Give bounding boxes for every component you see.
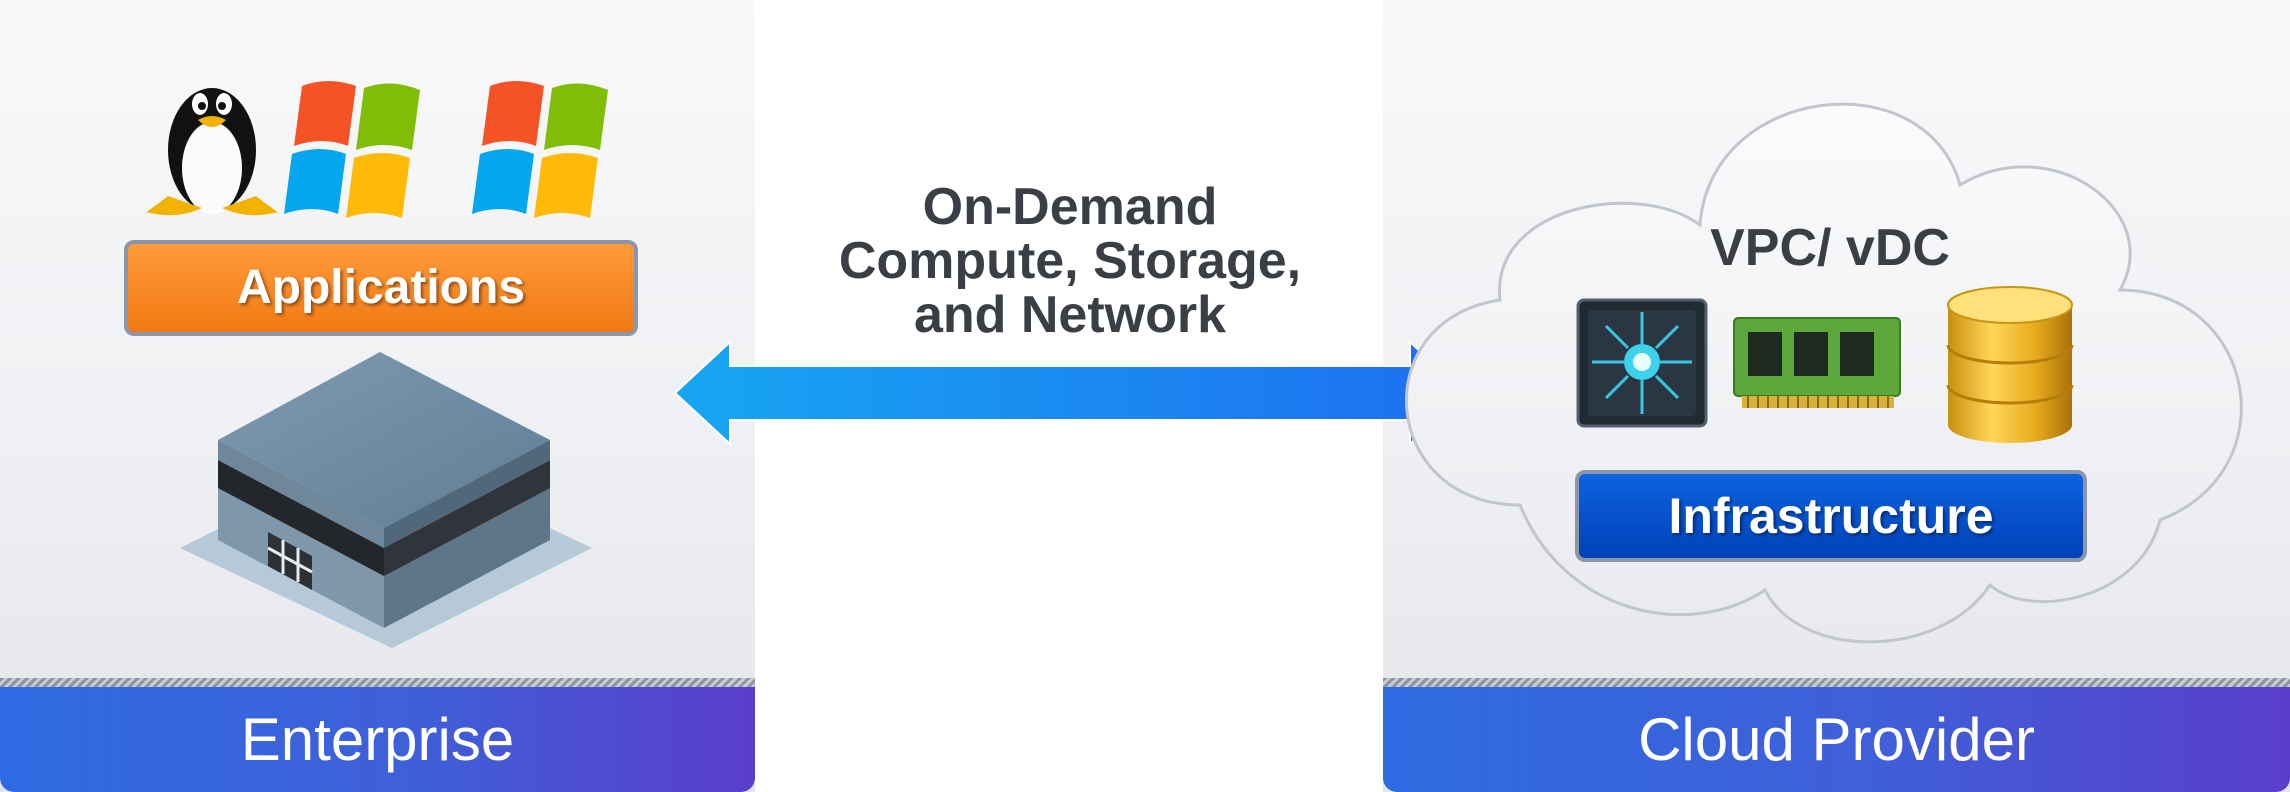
database-icon (1946, 286, 2074, 443)
windows-logo-icon (472, 81, 608, 218)
cloud-provider-footer: Cloud Provider (1383, 687, 2290, 792)
bidirectional-arrow (673, 339, 1467, 447)
memory-module-icon (1733, 317, 1901, 408)
cloud-title: VPC/ vDC (1710, 219, 1950, 277)
connection-caption-line: Compute, Storage, (838, 232, 1302, 290)
linux-tux-icon (146, 88, 278, 216)
connection-caption-line: On-Demand (922, 178, 1218, 236)
cpu-chip-icon (1576, 298, 1708, 428)
enterprise-footer: Enterprise (0, 687, 755, 792)
applications-label: Applications (124, 240, 638, 336)
cloud-provider-divider (1383, 678, 2290, 687)
windows-logo-icon (284, 81, 420, 218)
enterprise-divider (0, 678, 755, 687)
connection-caption-line: and Network (913, 286, 1227, 344)
connection-caption: On-Demand Compute, Storage, and Network (760, 180, 1380, 342)
office-building-icon (180, 352, 592, 648)
infrastructure-label: Infrastructure (1575, 470, 2087, 562)
